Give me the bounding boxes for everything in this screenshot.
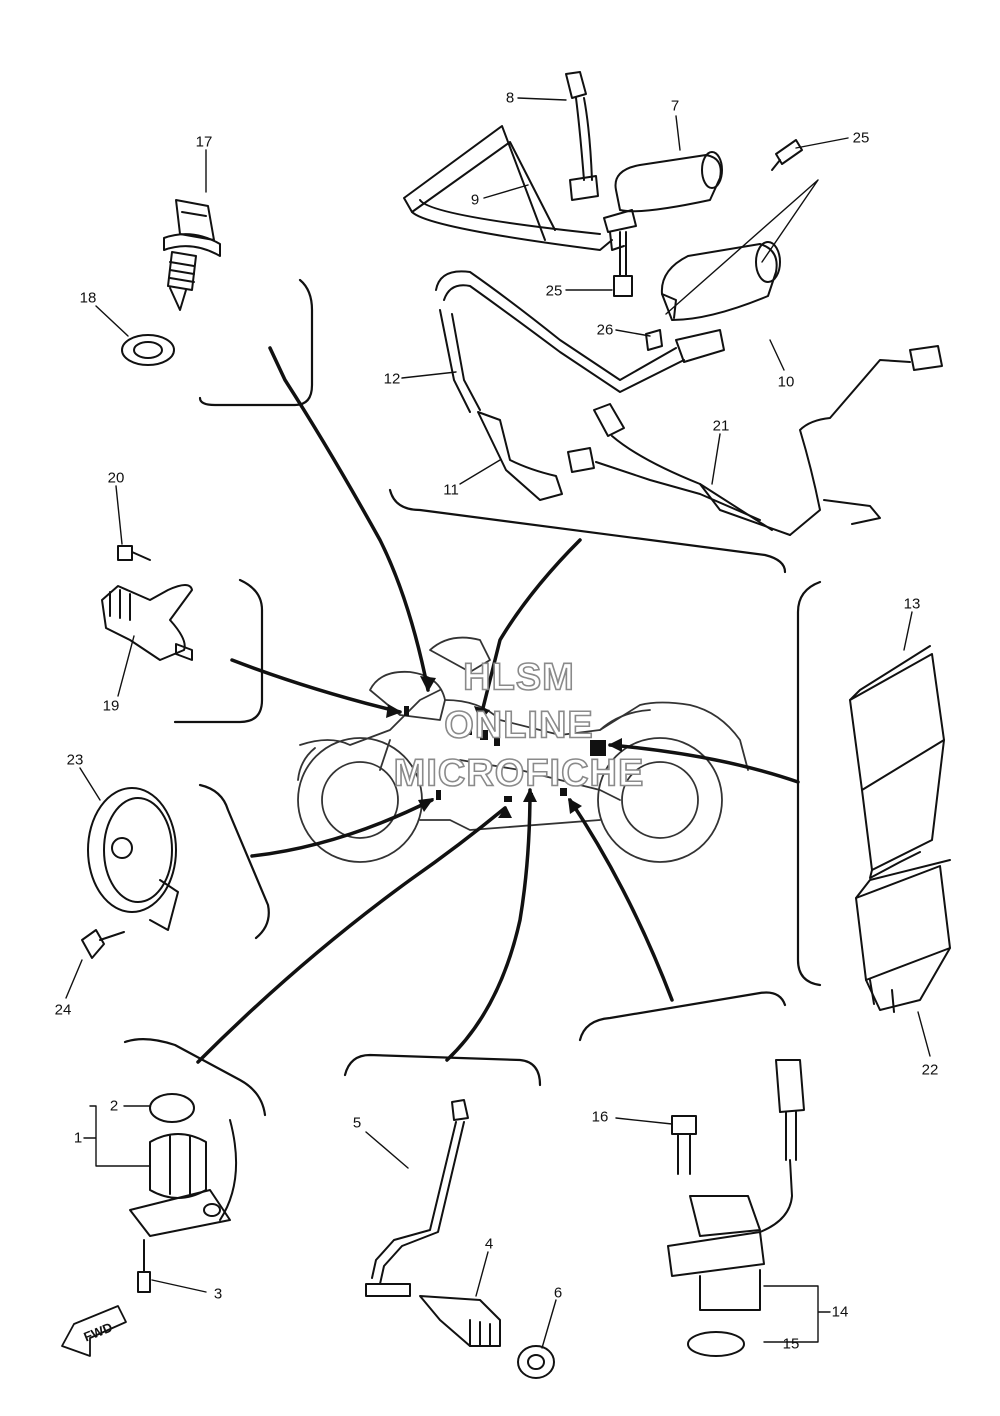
watermark-line3: MICROFICHE	[393, 752, 645, 796]
nut-26	[645, 329, 663, 351]
fwd-arrow-outline	[61, 1305, 127, 1357]
callout-12: 12	[383, 370, 401, 388]
relay-22	[855, 859, 951, 1013]
ignition-coil-7	[603, 151, 723, 251]
callout-7: 7	[670, 97, 680, 115]
callout-leaders	[65, 97, 931, 1349]
leader-coil-7-wedge	[665, 179, 819, 315]
callout-6: 6	[553, 1284, 563, 1302]
spark-plug-lead-9	[403, 125, 613, 251]
throttle-sensor-19	[101, 584, 193, 661]
callout-19: 19	[102, 697, 120, 715]
wire-harness-21	[567, 345, 943, 536]
callout-14: 14	[831, 1303, 849, 1321]
bolt-16	[671, 1115, 697, 1175]
o-ring-15	[687, 1331, 745, 1357]
callout-22: 22	[921, 1061, 939, 1079]
sensor-1	[129, 1119, 238, 1237]
watermark-line2: ONLINE	[443, 704, 594, 748]
callout-25a: 25	[852, 129, 870, 147]
callout-26: 26	[596, 321, 614, 339]
callout-25b: 25	[545, 282, 563, 300]
washer-18	[121, 334, 175, 366]
gasket-6	[517, 1345, 555, 1379]
sensor-4	[419, 1295, 501, 1347]
screw-25b	[613, 231, 633, 297]
callout-9: 9	[470, 191, 480, 209]
callout-10: 10	[777, 373, 795, 391]
horn-23	[87, 787, 179, 931]
motorcycle-outline	[297, 636, 749, 863]
callout-21: 21	[712, 417, 730, 435]
mount-markers	[404, 706, 606, 802]
callout-5: 5	[352, 1114, 362, 1132]
callout-24: 24	[54, 1001, 72, 1019]
callout-4: 4	[484, 1235, 494, 1253]
ignition-coil-10	[660, 241, 781, 363]
callout-13: 13	[903, 595, 921, 613]
o-ring-2	[149, 1093, 195, 1123]
callout-18: 18	[79, 289, 97, 307]
spark-plug-lead-12	[435, 270, 685, 413]
screw-25a	[771, 139, 803, 171]
bolt-24	[81, 929, 125, 959]
crank-sensor-14	[667, 1059, 805, 1311]
callout-17: 17	[195, 133, 213, 151]
plug-cap-11	[477, 411, 563, 501]
watermark-line1: HLSM	[462, 656, 575, 700]
group-brackets	[123, 278, 822, 1117]
callout-23: 23	[66, 751, 84, 769]
callout-2: 2	[109, 1097, 119, 1115]
callout-20: 20	[107, 469, 125, 487]
lead-5	[365, 1099, 469, 1297]
callout-1: 1	[73, 1129, 83, 1147]
callout-8: 8	[505, 89, 515, 107]
plug-cap-8	[565, 71, 599, 201]
sensor-17	[163, 199, 221, 311]
callout-11: 11	[443, 481, 459, 499]
callout-16: 16	[591, 1108, 609, 1126]
callout-3: 3	[213, 1285, 223, 1303]
bolt-20	[117, 545, 151, 561]
bolt-3	[137, 1239, 151, 1293]
leader-lines	[196, 346, 800, 1064]
callout-15: 15	[782, 1335, 800, 1353]
ecu-13	[849, 645, 945, 879]
